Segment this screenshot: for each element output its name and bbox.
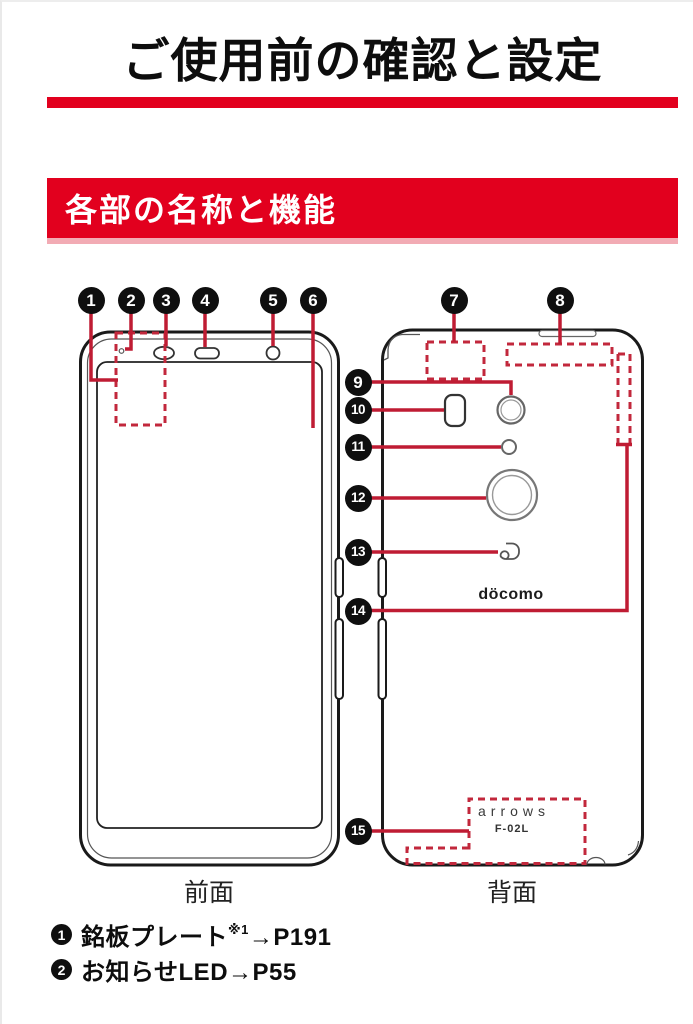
display-outline (96, 361, 323, 829)
callout-badge-15: 15 (344, 817, 372, 845)
front-phone-inner-line (86, 338, 333, 859)
callout-line-14 (371, 442, 632, 613)
callout-badge-10: 10 (344, 396, 372, 424)
front-side-button-upper (334, 557, 344, 598)
nameplate-dashed-box (405, 797, 587, 865)
back-phone-label: 背面 (486, 879, 538, 907)
callout-badge-8: 8 (546, 286, 574, 314)
back-phone-illustration (377, 328, 644, 867)
back-top-notch (538, 329, 597, 338)
felica-mark-icon (499, 542, 520, 560)
fingerprint-sensor-outer (485, 468, 539, 522)
arrows-logo: arrows (477, 803, 551, 819)
callout-badge-11: 11 (344, 433, 372, 461)
legend-page-ref-2: →P55 (228, 959, 297, 986)
legend-num-badge-1: 1 (51, 924, 72, 945)
callout-badge-2: 2 (117, 286, 145, 314)
notification-led (118, 348, 125, 354)
back-top-left-seam (383, 333, 420, 361)
back-side-button-upper (377, 557, 387, 598)
back-bottom-mic (586, 856, 606, 865)
callout-line-9 (371, 380, 513, 395)
rear-sensor (501, 439, 517, 455)
callout-badge-6: 6 (299, 286, 327, 314)
front-phone-illustration (79, 330, 344, 867)
proximity-sensor (265, 345, 281, 361)
back-bottom-right-seam (627, 840, 640, 856)
callout-line-2 (125, 302, 133, 351)
callout-badge-4: 4 (191, 286, 219, 314)
callout-line-1 (89, 302, 118, 382)
model-number: F-02L (494, 823, 530, 835)
front-phone-label: 前面 (183, 879, 235, 907)
rear-camera-outer (496, 395, 526, 425)
legend-item-1: 1 銘板プレート※1→P191 (51, 917, 331, 952)
title-underline-bar (47, 97, 678, 108)
flash-light (443, 393, 467, 428)
page-title: ご使用前の確認と設定 (122, 34, 603, 87)
rear-camera-inner (500, 399, 522, 421)
callout-lines (89, 302, 632, 833)
callout-badge-7: 7 (440, 286, 468, 314)
callout-badge-5: 5 (259, 286, 287, 314)
earpiece-speaker (194, 347, 220, 360)
back-side-antenna-strip (616, 352, 632, 443)
callout-badge-9: 9 (344, 368, 372, 396)
callout-badge-13: 13 (344, 538, 372, 566)
back-side-button-lower (377, 618, 387, 700)
callout-badge-12: 12 (344, 484, 372, 512)
fingerprint-sensor-inner (491, 474, 533, 516)
callout-badge-14: 14 (344, 597, 372, 625)
front-side-button-lower (334, 618, 344, 700)
section-banner: 各部の名称と機能 (47, 178, 678, 238)
banner-shadow-strip (47, 238, 678, 244)
legend-text-2: お知らせLED→P55 (81, 959, 297, 986)
docomo-logo: döcomo (478, 586, 544, 603)
section-title: 各部の名称と機能 (65, 192, 338, 228)
callout-badge-1: 1 (77, 286, 105, 314)
front-antenna-dashed-box (114, 331, 167, 427)
callout-badge-3: 3 (152, 286, 180, 314)
legend-item-2: 2 お知らせLED→P55 (51, 952, 297, 987)
legend-text-1: 銘板プレート※1→P191 (81, 922, 332, 951)
legend-page-ref-1: →P191 (248, 924, 332, 951)
legend-num-badge-2: 2 (51, 959, 72, 980)
legend-footnote-mark: ※1 (228, 922, 249, 937)
